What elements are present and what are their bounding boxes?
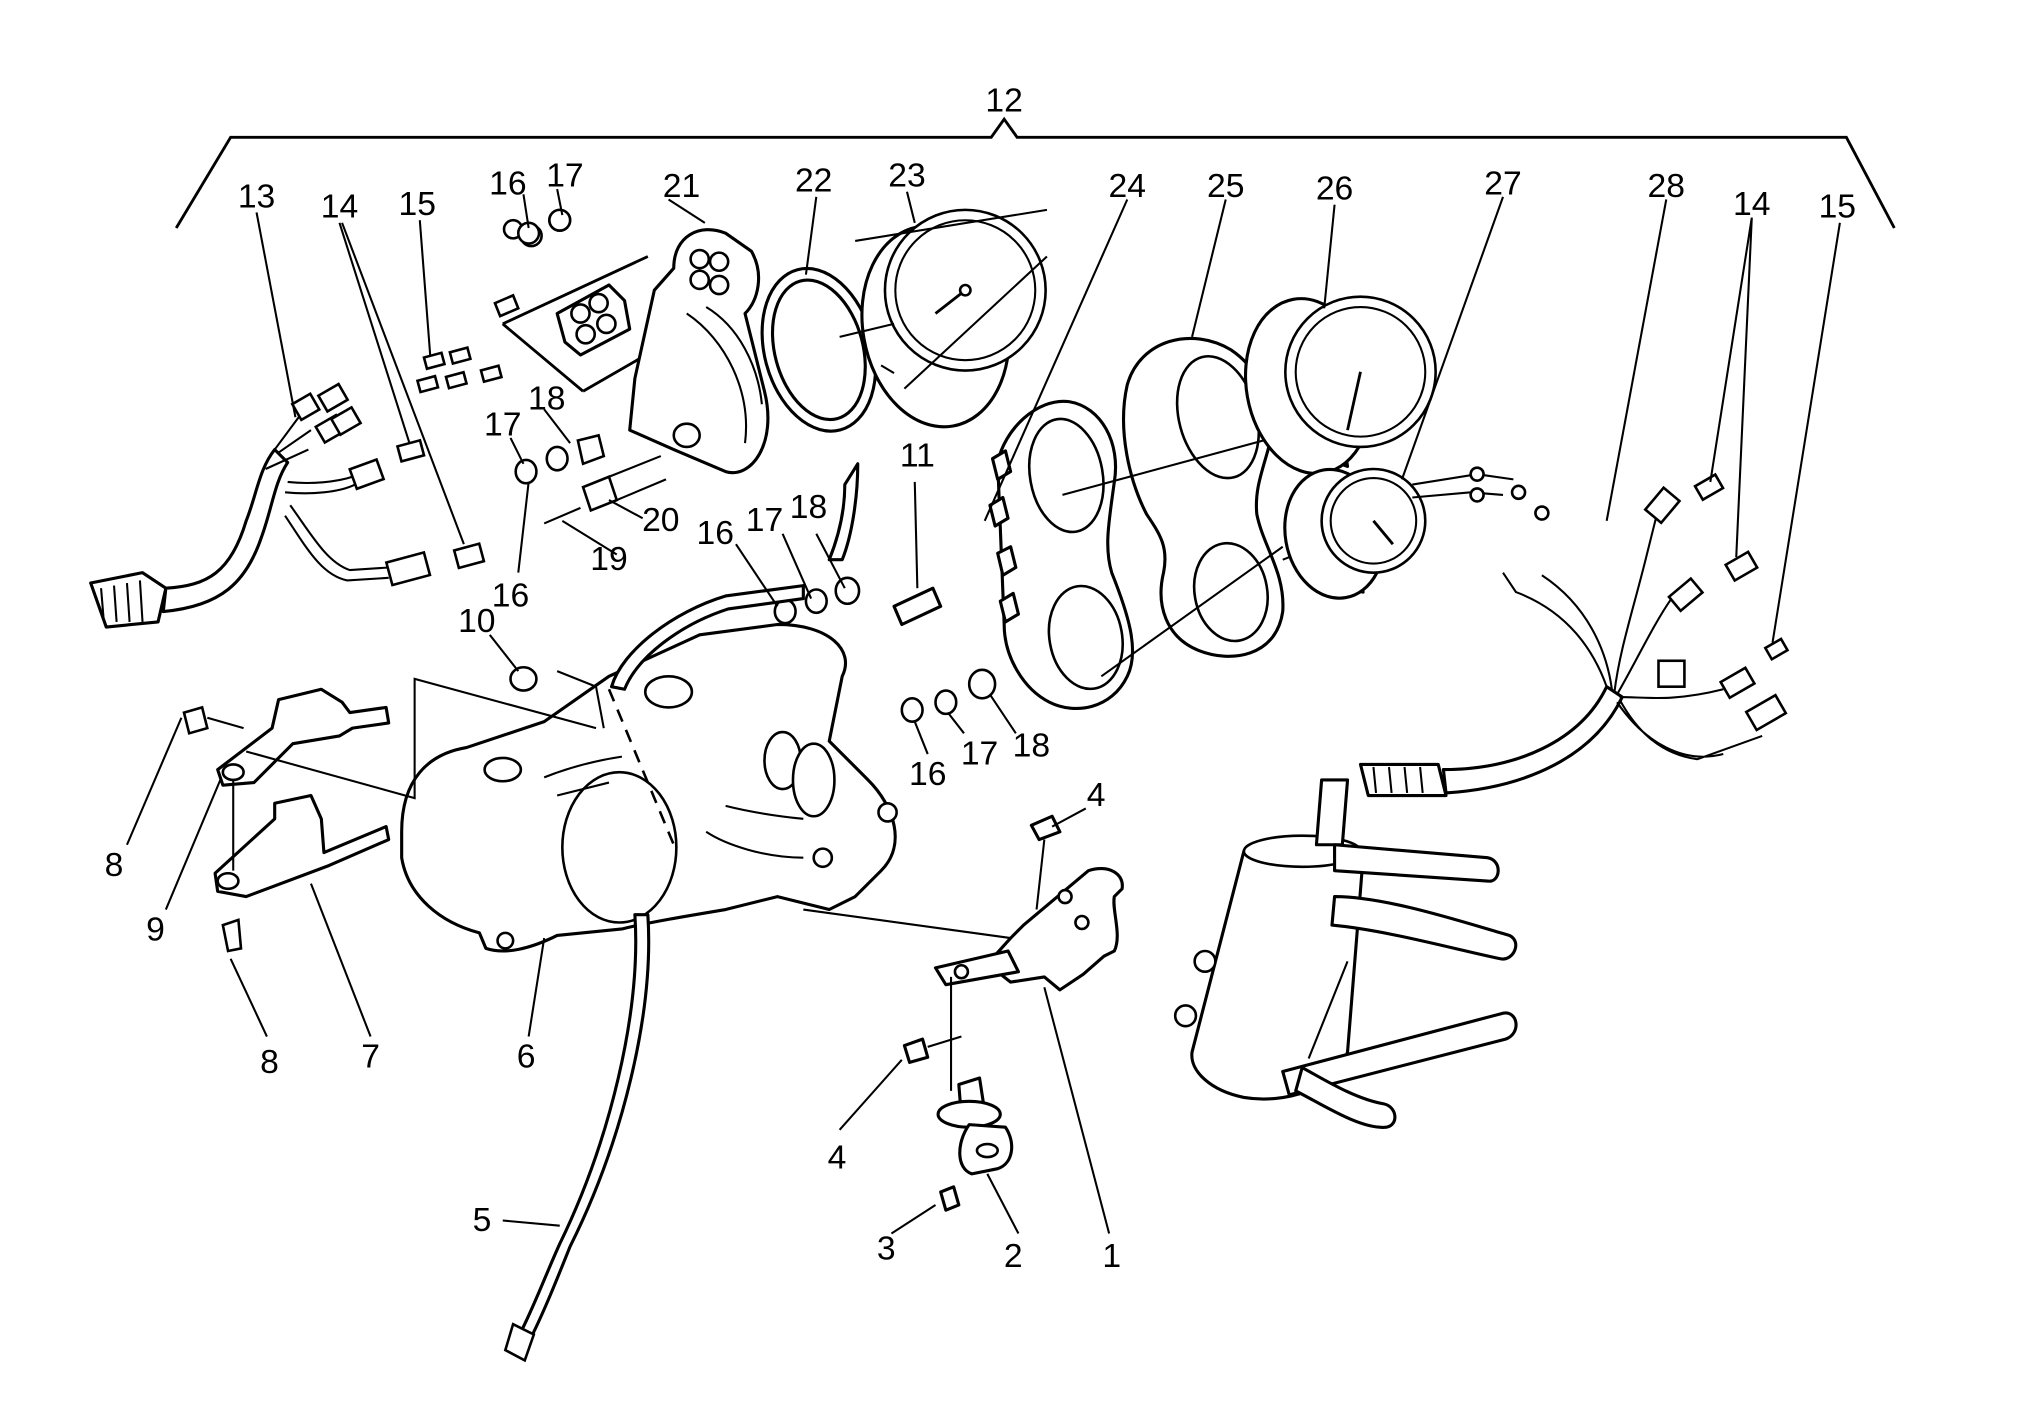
screw-3: [939, 1185, 961, 1212]
washer-17-top: [548, 208, 572, 232]
nut-10: [509, 665, 538, 692]
bezel-ring-22: [760, 266, 878, 433]
speedo-cable-5: [607, 688, 675, 846]
bushing-18-mid: [576, 433, 606, 466]
label-part-15-right: 15: [1819, 189, 1856, 226]
instrument-rear-cover: [628, 228, 770, 475]
label-part-10: 10: [458, 603, 495, 640]
label-part-21: 21: [663, 168, 700, 205]
label-part-13: 13: [238, 178, 275, 215]
label-part-15-left: 15: [398, 186, 435, 223]
label-part-18-upper: 18: [790, 489, 827, 526]
bracket-9: [216, 687, 391, 871]
wiring-harness-right: [1358, 484, 1788, 798]
label-part-4-bottom: 4: [828, 1140, 847, 1177]
bushing-18-lower: [967, 668, 997, 700]
label-part-16-upper: 16: [696, 515, 733, 552]
label-part-12: 12: [985, 82, 1022, 119]
label-part-24: 24: [1109, 168, 1146, 205]
nut-17-mid: [545, 445, 569, 472]
label-part-5: 5: [473, 1202, 492, 1239]
label-part-18-mid: 18: [528, 380, 565, 417]
label-part-27: 27: [1484, 165, 1521, 202]
washer-17-lower: [934, 689, 958, 716]
label-part-18-lower: 18: [1013, 728, 1050, 765]
group-bracket-12: [174, 116, 1896, 229]
label-part-2: 2: [1004, 1238, 1023, 1275]
label-part-11: 11: [900, 437, 935, 474]
screw-19: [543, 506, 581, 525]
label-part-22: 22: [795, 163, 832, 200]
label-part-8-top: 8: [105, 847, 124, 884]
label-part-9: 9: [146, 912, 165, 949]
label-part-23: 23: [888, 158, 925, 195]
bulb-20: [581, 475, 619, 513]
label-part-26: 26: [1316, 170, 1353, 207]
label-part-14-right: 14: [1733, 186, 1770, 223]
label-part-14-left: 14: [321, 189, 358, 226]
label-part-17-top: 17: [546, 158, 583, 195]
label-part-28: 28: [1648, 168, 1685, 205]
speedometer-23: [839, 208, 1048, 429]
wiring-harness-left: [89, 382, 432, 629]
label-part-8-bottom: 8: [260, 1044, 279, 1081]
bushing-15-right: [1763, 637, 1790, 662]
washer-16-mid: [514, 458, 538, 485]
bolt-4-lower: [902, 1037, 930, 1064]
tachometer-26: [1062, 295, 1437, 678]
label-part-17-mid: 17: [484, 406, 521, 443]
sensor-bracket-1: [933, 867, 1124, 1091]
bushing-14-left-b: [452, 542, 486, 570]
frame-steering-head: [1173, 778, 1518, 1129]
bushing-14-right-b: [1723, 550, 1759, 583]
label-part-6: 6: [517, 1039, 536, 1076]
label-part-16-top: 16: [489, 165, 526, 202]
label-part-3: 3: [877, 1230, 896, 1267]
label-part-7: 7: [361, 1039, 380, 1076]
instrument-carrier-24: [988, 399, 1135, 710]
leader-lines: [126, 188, 1841, 1235]
bushing-14-right-a: [1693, 472, 1725, 502]
screw-8-top: [182, 705, 209, 735]
bushings-15-left: [415, 346, 504, 394]
label-part-4-top: 4: [1087, 777, 1106, 814]
label-part-17-upper: 17: [746, 502, 783, 539]
label-part-20: 20: [642, 502, 679, 539]
label-part-19: 19: [590, 541, 627, 578]
label-part-25: 25: [1207, 168, 1244, 205]
sensor-2: [936, 1076, 1014, 1176]
bushing-14-left-a: [395, 438, 426, 463]
bolt-4-top: [1029, 814, 1062, 842]
bushing-11: [892, 586, 943, 627]
speedo-cable-upper: [827, 462, 860, 562]
label-part-16-lower: 16: [909, 756, 946, 793]
headlamp-bracket-6: [400, 622, 898, 953]
label-part-1: 1: [1102, 1238, 1121, 1275]
temperature-gauge-27: [1283, 466, 1514, 600]
label-part-17-lower: 17: [961, 735, 998, 772]
bracket-7: [213, 793, 391, 953]
nut-16-lower: [900, 697, 924, 723]
label-part-16-mid: 16: [492, 577, 529, 614]
